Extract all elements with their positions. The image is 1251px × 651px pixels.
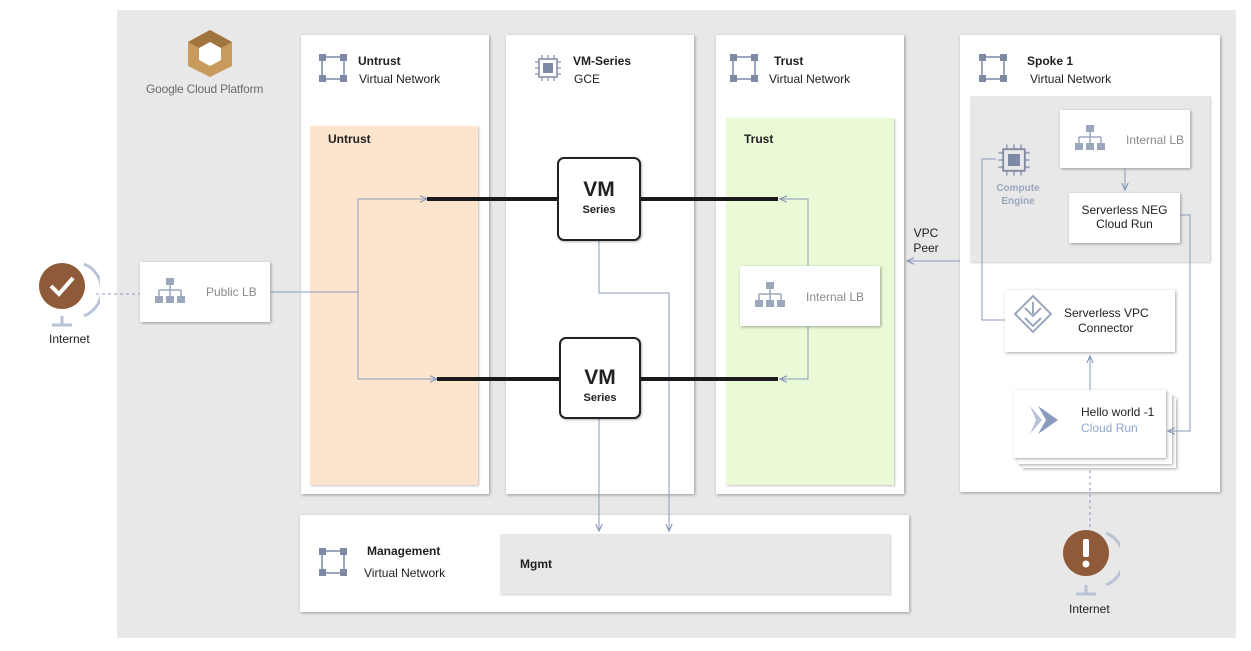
vpc-peer-line1: VPC — [913, 226, 939, 240]
untrust-subnet — [310, 126, 478, 485]
spoke-internal-lb-icon — [1075, 125, 1105, 150]
untrust-vnet-title: Untrust — [358, 54, 401, 68]
trust-network-icon — [730, 54, 758, 82]
untrust-network-icon — [319, 54, 347, 82]
hello-world-line2: Cloud Run — [1081, 421, 1138, 435]
compute-engine-line2: Engine — [1001, 196, 1035, 207]
compute-engine-label: Compute Engine — [986, 182, 1050, 208]
gcp-logo — [180, 28, 240, 78]
internet-alert-globe-icon — [1063, 530, 1120, 596]
public-lb-label: Public LB — [206, 285, 257, 299]
connector-line2: Connector — [1078, 321, 1134, 335]
vm-top-small-label: Series — [582, 204, 616, 216]
spoke-network-icon — [979, 54, 1007, 82]
management-subtitle: Virtual Network — [364, 566, 446, 580]
management-title: Management — [367, 544, 441, 558]
vmseries-column-title: VM-Series — [573, 54, 632, 68]
serverless-neg: Serverless NEG Cloud Run — [1069, 193, 1180, 243]
spoke1-subtitle: Virtual Network — [1030, 72, 1112, 86]
trust-internal-lb — [740, 266, 880, 326]
spoke-internal-lb — [1060, 110, 1190, 168]
serverless-neg-line1: Serverless NEG — [1081, 203, 1168, 217]
vmseries-column-subtitle: GCE — [574, 72, 601, 86]
serverless-vpc-connector-icon — [1013, 294, 1053, 334]
spoke1-title: Spoke 1 — [1027, 54, 1074, 68]
untrust-vnet-subtitle: Virtual Network — [359, 72, 441, 86]
untrust-subnet-label: Untrust — [328, 132, 371, 146]
mgmt-subnet-label: Mgmt — [520, 557, 552, 571]
trust-subnet-label: Trust — [744, 132, 774, 146]
vm-bottom-big-label: VM — [584, 366, 616, 389]
management-network-icon — [319, 548, 347, 576]
vpc-peer-line2: Peer — [913, 241, 939, 255]
connector-label: Serverless VPC Connector — [1064, 306, 1149, 336]
trust-internal-lb-icon — [755, 282, 785, 307]
vmseries-column-card — [506, 35, 694, 494]
public-lb-icon — [155, 278, 185, 303]
vm-series-top: VM Series — [557, 157, 641, 241]
compute-engine-icon — [998, 144, 1030, 176]
vmseries-chip-icon — [535, 55, 561, 81]
vm-bottom-small-label: Series — [583, 392, 617, 404]
connector-line1: Serverless VPC — [1064, 306, 1149, 320]
hello-world-line1: Hello world -1 — [1081, 405, 1155, 419]
public-lb — [140, 262, 270, 322]
vpc-peer-label: VPC Peer — [910, 226, 942, 256]
internet-check-globe-icon — [39, 262, 100, 327]
spoke-internal-lb-label: Internal LB — [1126, 133, 1185, 147]
compute-engine-line1: Compute — [996, 183, 1040, 194]
trust-internal-lb-label: Internal LB — [806, 290, 865, 304]
trust-vnet-subtitle: Virtual Network — [769, 72, 851, 86]
hello-world-cloud-run — [1014, 390, 1166, 458]
vm-top-big-label: VM — [583, 178, 615, 201]
serverless-neg-line2: Cloud Run — [1096, 217, 1153, 231]
vm-series-bottom: VM Series — [559, 337, 641, 419]
cloud-run-icon — [1030, 406, 1058, 434]
hello-world-label: Hello world -1 Cloud Run — [1081, 404, 1154, 436]
gcp-hexagon-icon — [188, 30, 232, 77]
gcp-logo-text: Google Cloud Platform — [146, 82, 264, 96]
internet-right-label: Internet — [1069, 602, 1110, 616]
trust-vnet-title: Trust — [774, 54, 804, 68]
internet-left-label: Internet — [49, 332, 90, 346]
mgmt-subnet — [500, 534, 890, 594]
serverless-vpc-connector — [1005, 290, 1175, 352]
